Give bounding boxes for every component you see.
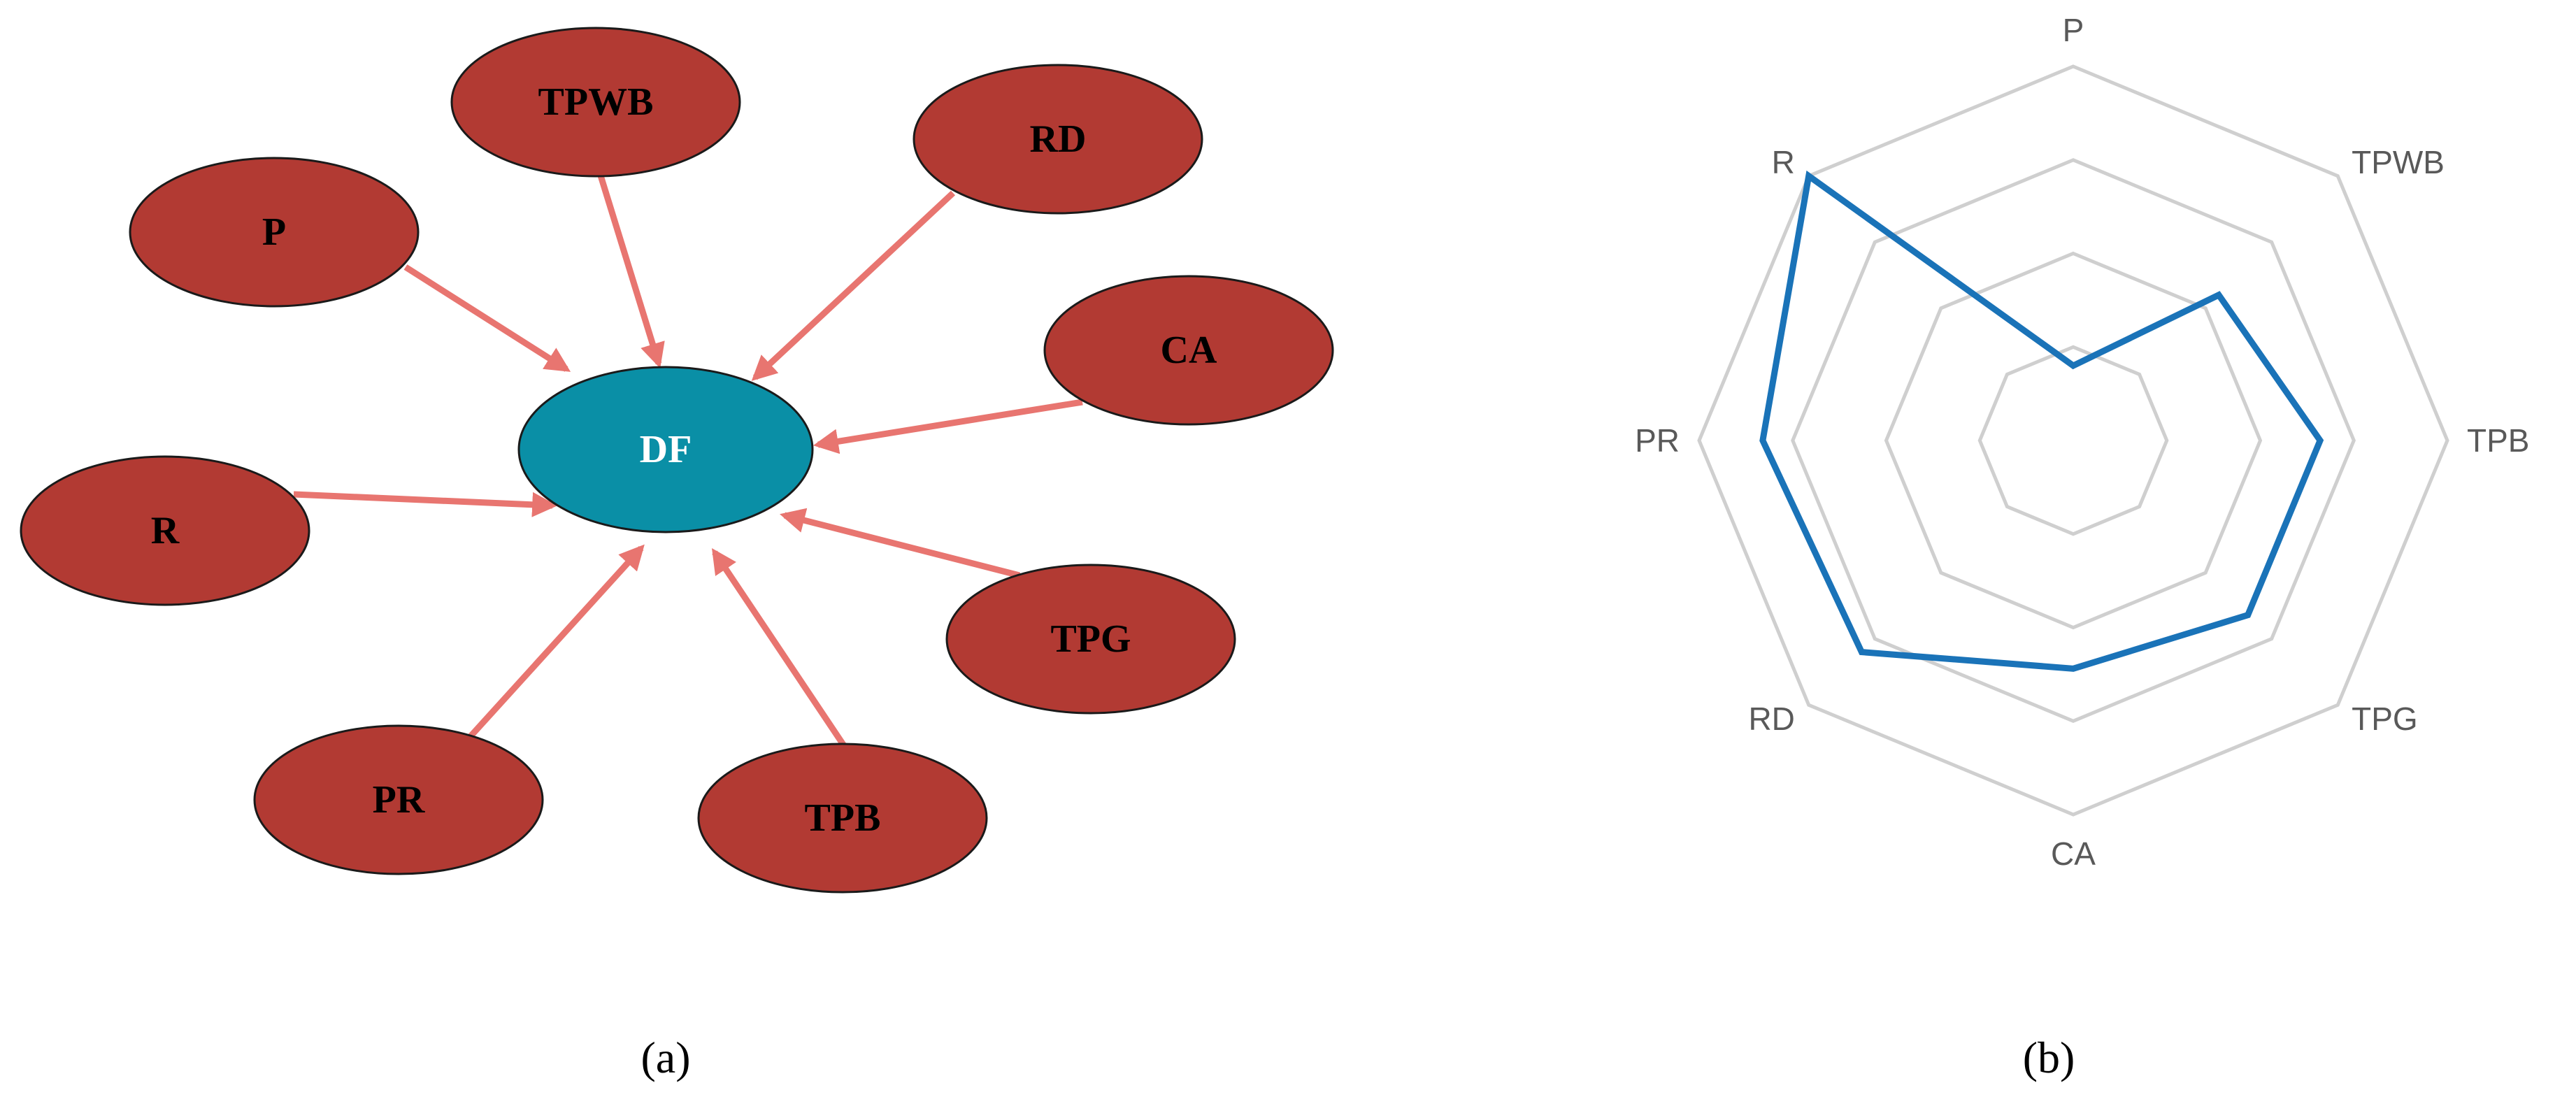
node-tpg-label: TPG <box>1050 617 1131 661</box>
node-pr-label: PR <box>373 778 425 822</box>
radar-axis-label-tpb: TPB <box>2467 422 2529 459</box>
arrow-pr-to-df <box>468 544 645 739</box>
center-node-df-label: DF <box>640 428 692 471</box>
node-p: P <box>129 157 420 308</box>
node-tpg: TPG <box>945 564 1236 715</box>
arrow-tpwb-to-df <box>596 172 665 368</box>
radar-axis-label-ca: CA <box>2051 836 2096 872</box>
node-r: R <box>20 455 310 606</box>
radar-grid <box>1697 64 2449 817</box>
node-rd: RD <box>913 64 1203 215</box>
arrow-r-to-df <box>293 491 558 517</box>
node-rd-label: RD <box>1030 117 1087 161</box>
node-ca-label: CA <box>1161 329 1217 372</box>
radar-axis-label-tpg: TPG <box>2352 701 2418 737</box>
radar-chart: P TPWB TPB TPG CA RD PR R (b) <box>1635 12 2529 1082</box>
radar-series-line <box>1759 170 2324 672</box>
radar-ring-3 <box>1791 158 2356 724</box>
radar-axis-label-r: R <box>1772 144 1795 180</box>
caption-a: (a) <box>641 1033 690 1082</box>
radar-axis-label-tpwb: TPWB <box>2352 144 2445 180</box>
node-tpwb-label: TPWB <box>538 80 654 124</box>
node-tpwb: TPWB <box>450 27 741 178</box>
node-tpb-label: TPB <box>805 796 881 840</box>
center-node-df-shape <box>517 366 814 533</box>
arrow-ca-to-df <box>813 399 1083 454</box>
radar-ring-2 <box>1884 251 2263 630</box>
arrow-p-to-df <box>403 264 571 372</box>
arrow-tpg-to-df <box>780 508 1021 579</box>
node-r-shape <box>20 455 310 606</box>
center-node-df: DF <box>517 366 814 533</box>
arrow-tpb-to-df <box>711 548 847 749</box>
arrow-rd-to-df <box>751 190 956 381</box>
radar-axis-label-rd: RD <box>1748 701 1794 737</box>
radar-ring-1 <box>1977 345 2169 536</box>
caption-b: (b) <box>2023 1033 2075 1082</box>
node-pr: PR <box>253 724 544 875</box>
node-tpg-shape <box>945 564 1236 715</box>
node-ca-shape <box>1043 275 1334 426</box>
node-pr-shape <box>253 724 544 875</box>
radar-axis-labels: P TPWB TPB TPG CA RD PR R <box>1635 12 2529 872</box>
node-p-label: P <box>262 210 286 254</box>
radar-axis-label-pr: PR <box>1635 422 1680 459</box>
node-ca: CA <box>1043 275 1334 426</box>
influence-diagram: TPWB RD P CA R TPG PR TPB <box>20 27 1334 1082</box>
radar-axis-label-p: P <box>2063 12 2084 48</box>
node-tpb-shape <box>697 743 988 894</box>
node-tpb: TPB <box>697 743 988 894</box>
node-rd-shape <box>913 64 1203 215</box>
node-tpwb-shape <box>450 27 741 178</box>
node-r-label: R <box>151 509 180 552</box>
radar-series <box>1759 170 2324 672</box>
node-p-shape <box>129 157 420 308</box>
radar-ring-4 <box>1697 64 2449 817</box>
arrows <box>293 172 1083 749</box>
